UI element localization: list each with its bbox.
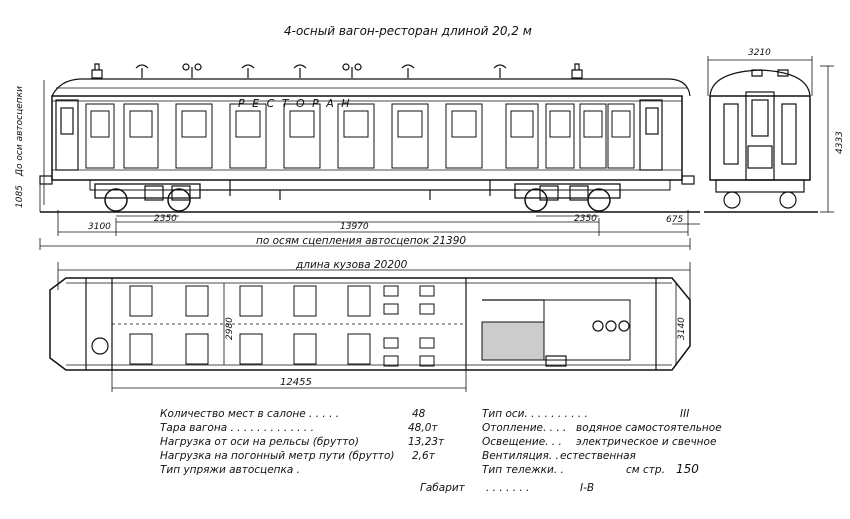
- bogie-page: 150: [676, 462, 699, 476]
- end-height-label: 4333: [835, 131, 845, 154]
- buffer-height-label: 1085: [15, 185, 25, 208]
- spec-row: Освещение. . .: [482, 436, 562, 448]
- coupling-axes-label: по осям сцепления автосцепок 21390: [256, 235, 466, 247]
- spec-row: Вентиляция. .: [482, 450, 559, 462]
- spec-row: Количество мест в салоне . . . . .: [160, 408, 340, 420]
- end-view: [704, 56, 834, 213]
- saloon-length-label: 12455: [280, 377, 312, 388]
- spec-value: 2,6т: [412, 450, 435, 462]
- car-label: Р Е С Т О Р А Н: [238, 97, 352, 110]
- spec-value: естественная: [560, 450, 636, 462]
- side-windows: [85, 103, 635, 169]
- axle-height-label: До оси автосцепки: [15, 86, 25, 177]
- spec-row: Тара вагона . . . . . . . . . . . . .: [160, 422, 314, 434]
- dim-3100-label: 3100: [88, 222, 111, 232]
- spec-value: III: [680, 408, 690, 420]
- inner-width-label: 2980: [225, 317, 235, 340]
- spec-value: 13,23т: [408, 436, 445, 448]
- gabarit-dots: . . . . . . .: [486, 482, 530, 494]
- gabarit-label: Габарит: [420, 482, 465, 494]
- bogie-centers-label: 13970: [340, 222, 369, 232]
- end-width-label: 3210: [748, 48, 771, 58]
- drawing-title: 4-осный вагон-ресторан длиной 20,2 м: [284, 24, 532, 38]
- spec-row: Нагрузка на погонный метр пути (брутто): [160, 450, 395, 462]
- spec-value: 48,0т: [408, 422, 438, 434]
- spec-value: водяное самостоятельное: [576, 422, 722, 434]
- spec-value: электрическое и свечное: [576, 436, 717, 448]
- plan-view: [49, 262, 691, 392]
- body-length-label: длина кузова 20200: [295, 259, 408, 271]
- spec-value: 48: [412, 408, 426, 420]
- gabarit-value: I-В: [580, 482, 595, 494]
- spec-value: см стр.: [626, 464, 665, 476]
- spec-row: Отопление. . . .: [482, 422, 567, 434]
- spec-row: Тип упряжи автосцепка .: [160, 464, 300, 476]
- dim-675-label: 675: [666, 215, 683, 225]
- outer-width-label: 3140: [677, 317, 687, 340]
- side-view: [39, 63, 700, 250]
- bogie-base-left-label: 2350: [154, 214, 177, 224]
- spec-row: Тип оси. . . . . . . . . .: [482, 408, 588, 420]
- spec-row: Нагрузка от оси на рельсы (брутто): [160, 436, 359, 448]
- spec-row: Тип тележки. .: [482, 464, 564, 476]
- bogie-base-right-label: 2350: [574, 214, 597, 224]
